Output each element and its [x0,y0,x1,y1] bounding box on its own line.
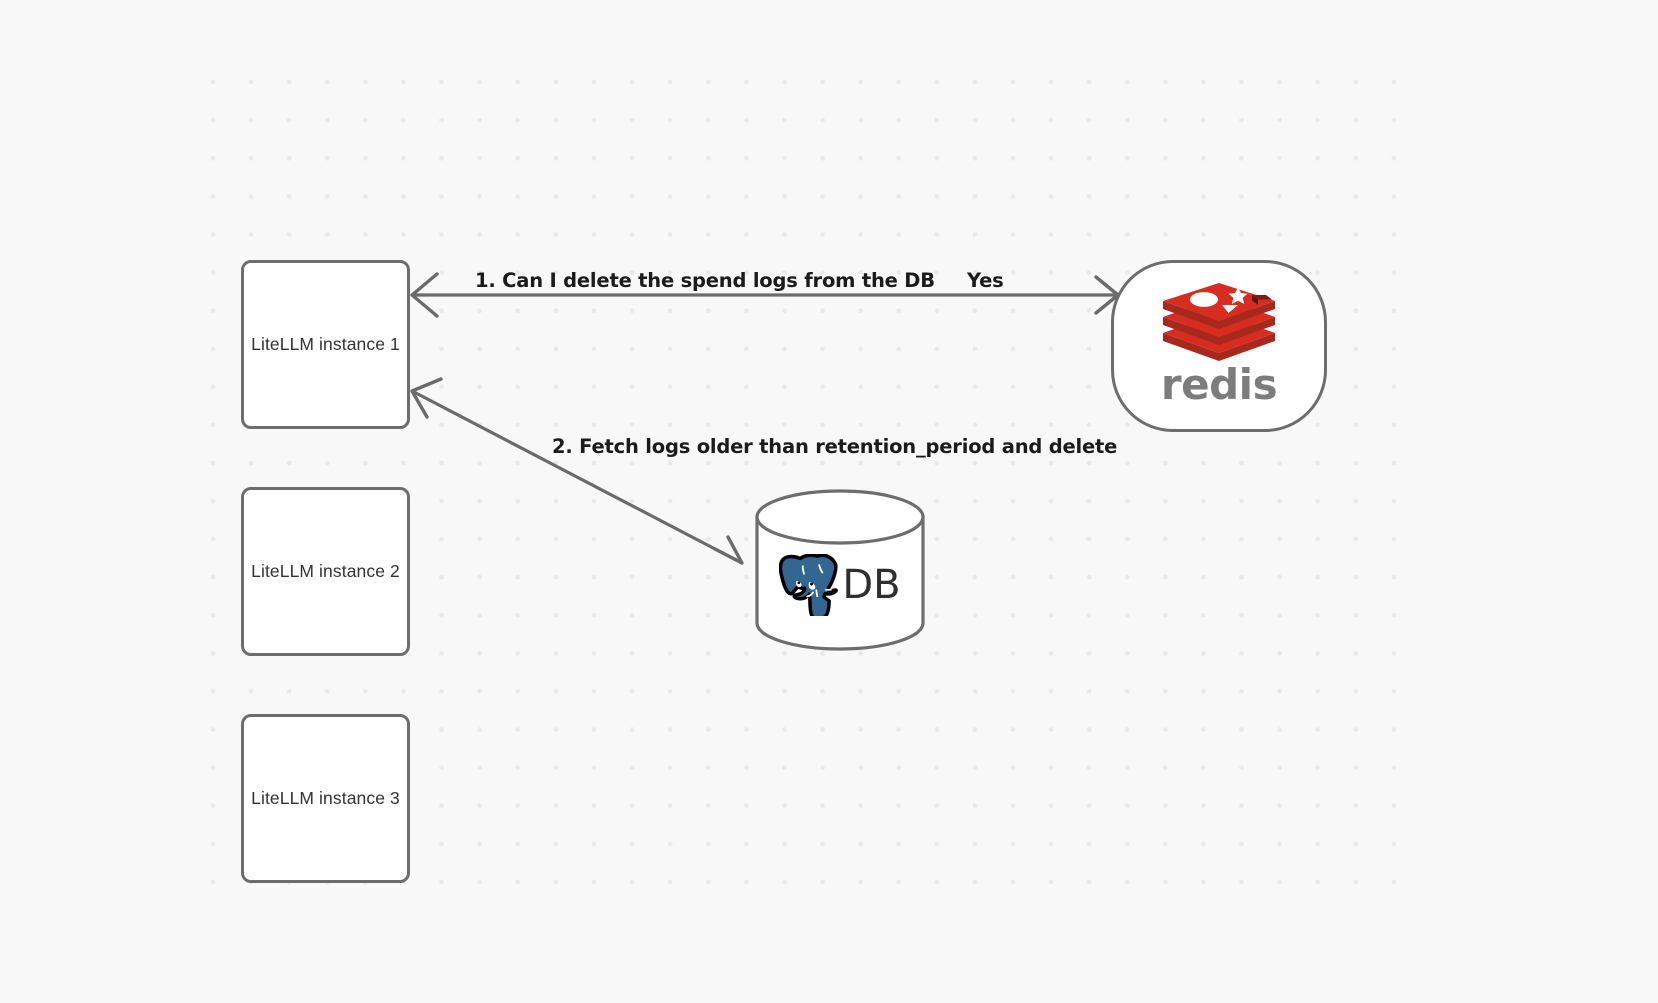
redis-logo-icon [1163,282,1275,361]
node-litellm-instance-2-label: LiteLLM instance 2 [251,561,400,581]
node-redis[interactable]: redis [1111,260,1327,432]
edge-label-fetch-logs: 2. Fetch logs older than retention_perio… [552,435,1118,458]
redis-wordmark: redis [1160,359,1278,409]
node-litellm-instance-1[interactable]: LiteLLM instance 1 [241,260,410,429]
arrowhead-upleft [410,377,443,419]
node-litellm-instance-1-label: LiteLLM instance 1 [251,334,400,354]
edge-label-yes: Yes [967,269,1004,292]
db-cylinder-shape [755,489,925,651]
arrowhead-left [410,272,439,318]
node-db[interactable]: DB [754,489,926,651]
node-litellm-instance-2[interactable]: LiteLLM instance 2 [241,487,410,656]
arrowhead-downright [713,535,744,565]
node-litellm-instance-3[interactable]: LiteLLM instance 3 [241,714,410,883]
edge-db-to-litellm1 [410,377,744,565]
redis-logo-group: redis [1160,282,1278,409]
node-litellm-instance-3-label: LiteLLM instance 3 [251,788,400,808]
edge-label-can-i-delete: 1. Can I delete the spend logs from the … [475,269,935,292]
